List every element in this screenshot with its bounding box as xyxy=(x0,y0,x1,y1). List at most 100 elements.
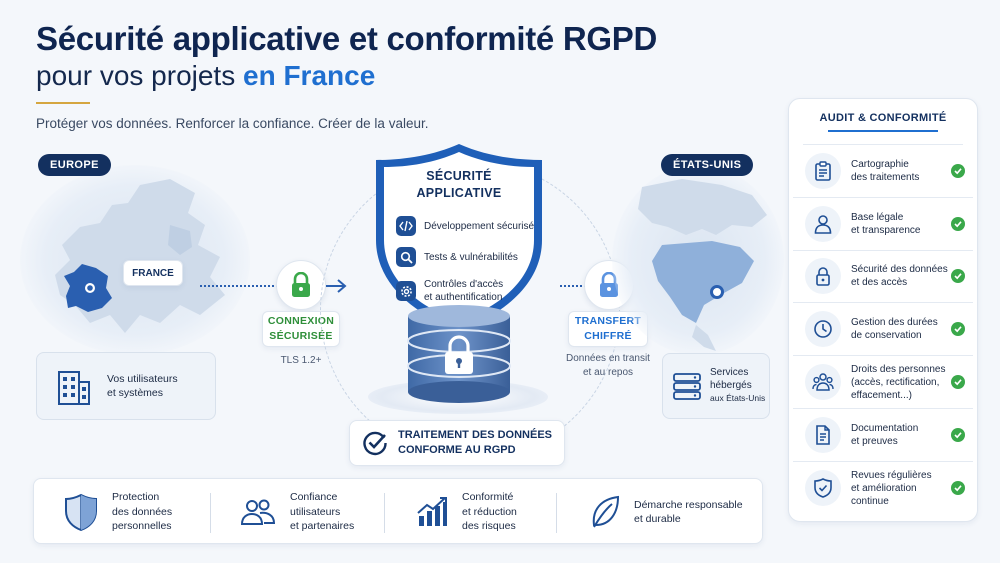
database-icon xyxy=(404,300,514,404)
audit-item-retention: Gestion des durées de conservation xyxy=(793,303,973,357)
benefits-bar: Protection des données personnelles Conf… xyxy=(33,478,763,544)
shield-item-vuln-tests: Tests & vulnérabilités xyxy=(396,247,536,267)
users-systems-line1: Vos utilisateurs xyxy=(107,373,178,385)
shield-item-secure-dev: Développement sécurisé xyxy=(396,216,536,236)
audit-item-documentation-line2: et preuves xyxy=(851,435,898,447)
hosted-services-card: Services hébergés aux États-Unis xyxy=(662,353,770,419)
audit-panel: AUDIT & CONFORMITÉ Cartographie des trai… xyxy=(788,98,978,522)
audit-item-mapping-line1: Cartographie xyxy=(851,158,909,170)
transfer-detail: Données en transit et au repos xyxy=(556,352,660,380)
transfer-detail-line1: Données en transit xyxy=(566,353,650,364)
check-icon xyxy=(951,375,965,390)
benefit-separator xyxy=(210,493,211,533)
lock-green-icon xyxy=(292,272,310,297)
benefit-separator xyxy=(384,493,385,533)
audit-item-reviews: Revues régulières et amélioration contin… xyxy=(793,462,973,515)
shield-check-icon xyxy=(805,470,841,507)
audit-item-legal-basis: Base légale et transparence xyxy=(793,198,973,251)
france-shape xyxy=(62,262,114,314)
gdpr-badge-line2: CONFORME AU RGPD xyxy=(398,444,516,456)
shield-item-access-control-line1: Contrôles d'accès xyxy=(424,279,504,290)
shield-item-vuln-tests-text: Tests & vulnérabilités xyxy=(424,251,518,263)
shield-item-secure-dev-text: Développement sécurisé xyxy=(424,220,535,232)
benefit-compliance-line1: Conformité xyxy=(462,491,514,504)
check-icon xyxy=(951,163,965,178)
benefit-protection-line1: Protection xyxy=(112,491,160,504)
connection-label-line1: CONNEXION xyxy=(267,315,335,327)
audit-item-data-security-line1: Sécurité des données xyxy=(851,264,948,276)
transfer-line-left xyxy=(560,285,586,287)
check-circle-icon xyxy=(362,430,388,456)
benefit-compliance: Conformité et réduction des risques xyxy=(416,479,517,545)
usa-tag: ÉTATS-UNIS xyxy=(661,154,754,176)
title-prefix: pour vos projets xyxy=(36,60,243,91)
benefit-trust-line2: utilisateurs xyxy=(290,505,341,518)
audit-title-text: AUDIT & CONFORMITÉ xyxy=(819,111,947,124)
audit-item-retention-line2: de conservation xyxy=(851,330,922,342)
check-icon xyxy=(951,216,965,231)
france-label-text: FRANCE xyxy=(132,267,174,279)
users-systems-line2: et systèmes xyxy=(107,387,164,399)
benefit-protection-line2: des données xyxy=(112,505,173,518)
hosted-services-line3: aux États-Unis xyxy=(710,393,766,404)
audit-item-documentation: Documentation et preuves xyxy=(793,409,973,462)
shield-title-line2: APPLICATIVE xyxy=(416,186,502,200)
benefit-protection: Protection des données personnelles xyxy=(64,479,172,545)
connection-lock xyxy=(276,260,326,310)
france-label: FRANCE xyxy=(123,260,183,286)
audit-item-documentation-line1: Documentation xyxy=(851,422,919,434)
connection-line-left xyxy=(200,285,278,287)
audit-item-rights-line3: effacement...) xyxy=(851,389,912,401)
audit-item-data-security: Sécurité des données et des accès xyxy=(793,251,973,304)
benefit-compliance-line2: et réduction xyxy=(462,505,517,518)
title-underline xyxy=(36,102,90,104)
hosted-services-line2: hébergés xyxy=(710,379,752,391)
gear-icon xyxy=(396,281,416,301)
audit-item-rights: Droits des personnes (accès, rectificati… xyxy=(793,356,973,409)
audit-item-mapping: Cartographie des traitements xyxy=(793,145,973,198)
shield-icon xyxy=(64,493,98,532)
check-icon xyxy=(951,481,965,496)
gdpr-badge-line1: TRAITEMENT DES DONNÉES xyxy=(398,429,553,441)
benefit-trust-line1: Confiance xyxy=(290,491,338,504)
users-systems-card: Vos utilisateurs et systèmes xyxy=(36,352,216,420)
audit-item-rights-line1: Droits des personnes xyxy=(851,363,946,375)
users-icon xyxy=(240,497,276,527)
check-icon xyxy=(951,322,965,337)
search-icon xyxy=(396,247,416,267)
connection-label-line2: SÉCURISÉE xyxy=(269,330,333,342)
shield-item-access-control: Contrôles d'accès et authentification xyxy=(396,278,536,304)
audit-item-reviews-line1: Revues régulières xyxy=(851,469,932,481)
code-icon xyxy=(396,216,416,236)
benefit-responsible-line2: et durable xyxy=(634,513,681,525)
europe-tag: EUROPE xyxy=(38,154,111,176)
audit-panel-title: AUDIT & CONFORMITÉ xyxy=(803,99,963,145)
benefit-compliance-line3: des risques xyxy=(462,520,516,533)
usa-map xyxy=(612,165,784,355)
building-icon xyxy=(55,366,91,406)
page-title-line2: pour vos projets en France xyxy=(36,60,375,92)
audit-title-underline xyxy=(828,129,938,132)
transfer-detail-line2: et au repos xyxy=(582,367,634,378)
usa-location-pin xyxy=(710,285,724,299)
shield-title-line1: SÉCURITÉ xyxy=(426,169,492,183)
tls-version: TLS 1.2+ xyxy=(280,355,322,366)
chart-icon xyxy=(416,496,448,528)
shield-shape xyxy=(376,144,542,330)
audit-item-mapping-line2: des traitements xyxy=(851,171,920,183)
audit-item-retention-line1: Gestion des durées xyxy=(851,317,938,329)
document-icon xyxy=(805,416,841,453)
benefit-protection-line3: personnelles xyxy=(112,520,172,533)
user-icon xyxy=(805,205,841,242)
benefit-separator xyxy=(556,493,557,533)
leaf-icon xyxy=(590,495,620,529)
audit-item-reviews-line2: et amélioration continue xyxy=(851,482,917,507)
title-accent: en France xyxy=(243,60,376,91)
benefit-responsible-line1: Démarche responsable xyxy=(634,498,743,511)
clipboard-icon xyxy=(805,152,841,189)
audit-item-rights-line2: (accès, rectification, xyxy=(851,376,940,388)
transfer-label-line2: CHIFFRÉ xyxy=(584,330,632,342)
server-icon xyxy=(672,371,702,401)
database-lock-icon xyxy=(445,335,473,374)
check-icon xyxy=(951,269,965,284)
